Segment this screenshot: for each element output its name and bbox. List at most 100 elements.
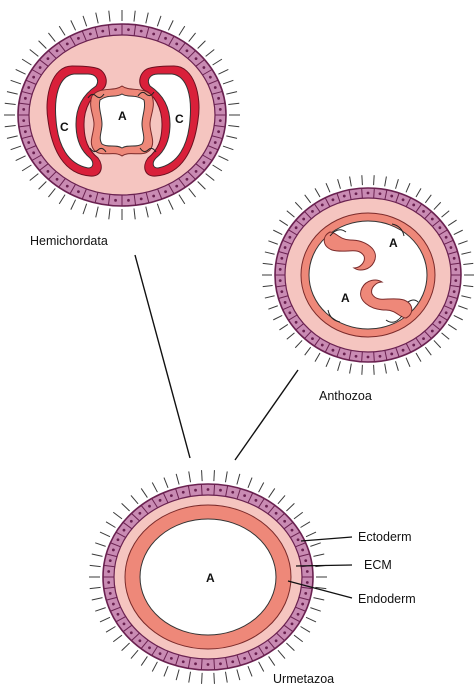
cilium: [226, 92, 237, 94]
cilium: [248, 666, 252, 676]
cilium: [225, 471, 227, 482]
cilium: [301, 626, 310, 632]
cilium: [141, 488, 147, 497]
cell-nucleus: [219, 662, 222, 665]
cell-nucleus: [412, 204, 415, 207]
cell-nucleus: [101, 30, 104, 33]
cilium: [16, 69, 26, 74]
cilium: [374, 365, 375, 375]
cilium: [313, 554, 324, 556]
cell-nucleus: [219, 119, 222, 122]
cilium: [425, 195, 431, 203]
cell-nucleus: [453, 257, 456, 260]
cell-nucleus: [306, 581, 309, 584]
cell-nucleus: [280, 290, 283, 293]
cilium: [164, 478, 168, 488]
cilium: [374, 175, 375, 185]
cilium: [134, 208, 135, 219]
cell-nucleus: [275, 512, 278, 515]
cell-nucleus: [422, 210, 425, 213]
cell-nucleus: [302, 218, 305, 221]
cilium: [179, 195, 185, 204]
cell-nucleus: [367, 356, 370, 359]
cilium: [96, 13, 98, 24]
cilium: [7, 136, 18, 138]
cilium: [30, 174, 39, 181]
cell-wall: [214, 484, 215, 495]
cell-nucleus: [304, 592, 307, 595]
cell-nucleus: [182, 660, 185, 663]
cilium: [416, 188, 421, 197]
cell-nucleus: [186, 49, 189, 52]
cilium: [213, 59, 222, 65]
cell-nucleus: [431, 330, 434, 333]
cell-nucleus: [445, 311, 448, 314]
cilium: [463, 263, 473, 264]
cilium: [434, 202, 441, 209]
cilium: [442, 333, 450, 339]
cilium: [223, 146, 233, 150]
cilium: [106, 522, 115, 528]
cell-nucleus: [214, 141, 217, 144]
cilium: [95, 543, 105, 547]
cell-nucleus: [138, 639, 141, 642]
cilium: [11, 80, 21, 84]
cell-nucleus: [22, 108, 25, 111]
cell-nucleus: [390, 353, 393, 356]
cilium: [113, 635, 122, 642]
cilium: [306, 617, 316, 622]
cilium: [83, 204, 87, 214]
cell-nucleus: [164, 190, 167, 193]
cilium: [206, 174, 215, 181]
cilium: [278, 495, 285, 503]
cell-nucleus: [301, 603, 304, 606]
cilium: [362, 365, 363, 375]
cilium: [406, 358, 410, 367]
cilium: [305, 195, 311, 203]
cell-nucleus: [265, 505, 268, 508]
cilium: [350, 364, 352, 374]
cell-nucleus: [209, 151, 212, 154]
cilium: [16, 156, 26, 161]
hemichordata-cavity-c-left: C: [60, 120, 69, 134]
cell-nucleus: [127, 199, 130, 202]
cilium: [95, 608, 105, 612]
cell-nucleus: [130, 631, 133, 634]
cell-nucleus: [207, 488, 210, 491]
cilium: [131, 495, 138, 503]
cilium: [396, 179, 399, 189]
cilium: [278, 650, 285, 658]
cilium: [273, 230, 282, 234]
cell-nucleus: [275, 639, 278, 642]
cell-nucleus: [279, 268, 282, 271]
cilium: [223, 80, 233, 84]
cilium: [59, 26, 65, 35]
cell-nucleus: [332, 198, 335, 201]
cilium: [279, 220, 287, 225]
callout-line-ectoderm: [301, 537, 352, 541]
cilium: [7, 92, 18, 94]
cilium: [263, 285, 273, 286]
urmetazoa-cavity-a: A: [206, 571, 215, 585]
cell-nucleus: [101, 197, 104, 200]
cilium: [59, 195, 65, 204]
cilium: [11, 146, 21, 150]
cilium: [268, 241, 277, 244]
cell-nucleus: [47, 170, 50, 173]
cell-nucleus: [89, 33, 92, 36]
cell-nucleus: [343, 353, 346, 356]
cilium: [131, 650, 138, 658]
cell-nucleus: [255, 652, 258, 655]
cell-wall: [362, 352, 363, 362]
cell-nucleus: [306, 570, 309, 573]
cell-nucleus: [194, 662, 197, 665]
cell-nucleus: [186, 178, 189, 181]
cilium: [461, 296, 471, 298]
cell-nucleus: [127, 28, 130, 31]
cell-nucleus: [202, 161, 205, 164]
cell-nucleus: [114, 28, 117, 31]
cilium: [206, 50, 215, 57]
cell-nucleus: [77, 37, 80, 40]
cilium: [396, 361, 399, 371]
cell-nucleus: [311, 210, 314, 213]
